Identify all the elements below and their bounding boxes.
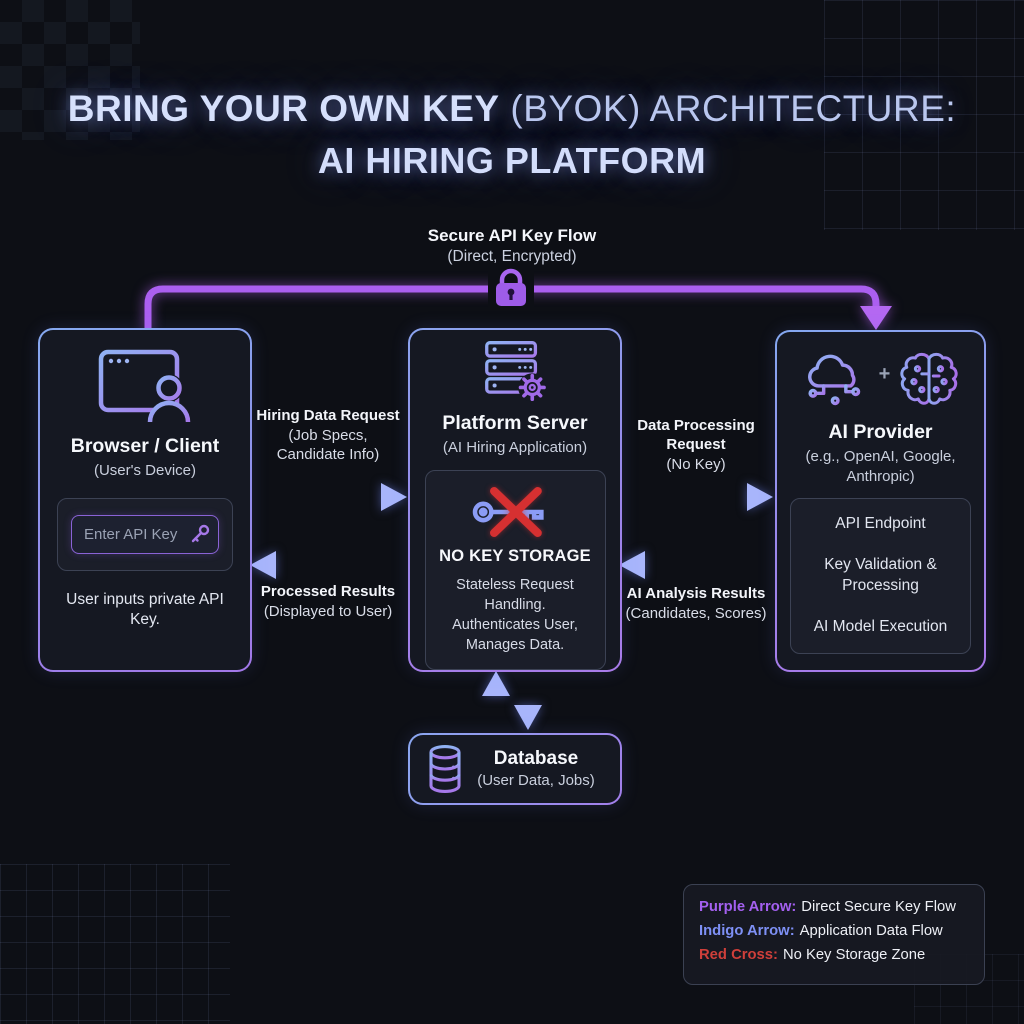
legend-row-purple: Purple Arrow:Direct Secure Key Flow: [699, 899, 984, 915]
ai-results-title: AI Analysis Results: [626, 585, 766, 602]
secure-key-flow-subtitle: (Direct, Encrypted): [447, 248, 577, 265]
no-key-storage-panel: NO KEY STORAGE Stateless Request Handlin…: [424, 470, 606, 670]
lock-icon: [488, 268, 534, 308]
ai-item-api-endpoint: API Endpoint: [835, 515, 926, 532]
title-line2: AI HIRING PLATFORM: [317, 140, 707, 182]
secure-key-flow-label: Secure API Key Flow (Direct, Encrypted): [312, 226, 712, 266]
no-key-storage-title: NO KEY STORAGE: [439, 547, 591, 565]
key-icon: [191, 524, 210, 543]
legend-term-red: Red Cross:: [699, 947, 778, 963]
api-key-input[interactable]: [71, 514, 219, 554]
database-down-arrow: [514, 672, 542, 730]
ai-results-subtitle: (Candidates, Scores): [625, 605, 767, 623]
title-line1: BRING YOUR OWN KEY (BYOK) ARCHITECTURE:: [0, 86, 1024, 131]
ai-results-arrow: [619, 551, 772, 579]
data-processing-label: Data Processing Request (No Key): [621, 416, 771, 475]
database-icon: [429, 745, 461, 793]
hiring-request-label: Hiring Data Request (Job Specs, Candidat…: [253, 406, 403, 465]
brain-icon: [900, 352, 958, 405]
ai-provider-panel: API Endpoint Key Validation & Processing…: [790, 498, 971, 654]
no-key-line1: Stateless Request Handling.: [456, 577, 574, 613]
legend-term-indigo: Indigo Arrow:: [699, 923, 795, 939]
processed-results-subtitle: (Displayed to User): [263, 603, 393, 621]
ai-provider-title: AI Provider: [828, 421, 933, 443]
ai-item-key-validation: Key Validation & Processing: [824, 556, 937, 594]
platform-server-card: Platform Server (AI Hiring Application) …: [408, 328, 622, 672]
data-processing-arrow: [621, 483, 773, 511]
title-line1-bold: BRING YOUR OWN KEY: [67, 88, 500, 129]
legend-desc-purple: Direct Secure Key Flow: [801, 899, 956, 915]
plus-sign: +: [878, 362, 891, 385]
cloud-circuit-icon: [807, 354, 860, 406]
crossed-key-icon: [472, 487, 544, 537]
secure-key-flow-title: Secure API Key Flow: [427, 226, 597, 245]
database-up-arrow: [482, 671, 510, 729]
page-title: BRING YOUR OWN KEY (BYOK) ARCHITECTURE: …: [0, 86, 1024, 183]
database-subtitle: (User Data, Jobs): [477, 771, 595, 789]
browser-client-card: Browser / Client (User's Device) User in…: [38, 328, 252, 672]
ai-provider-subtitle: (e.g., OpenAI, Google, Anthropic): [805, 448, 956, 485]
title-line1-rest: (BYOK) ARCHITECTURE:: [499, 88, 957, 129]
processed-results-label: Processed Results (Displayed to User): [253, 582, 403, 621]
legend-panel: Purple Arrow:Direct Secure Key Flow Indi…: [683, 884, 985, 985]
no-key-line2: Authenticates User, Manages Data.: [452, 617, 578, 653]
api-key-panel: [57, 497, 233, 571]
server-subtitle: (AI Hiring Application): [442, 438, 588, 456]
processed-results-title: Processed Results: [260, 583, 396, 600]
data-processing-title: Data Processing Request: [637, 417, 755, 454]
server-title: Platform Server: [442, 411, 588, 434]
server-gear-icon: [485, 341, 547, 402]
database-title: Database: [493, 747, 579, 769]
legend-desc-red: No Key Storage Zone: [782, 947, 926, 963]
legend-row-red: Red Cross:No Key Storage Zone: [699, 947, 984, 963]
legend-term-purple: Purple Arrow:: [699, 899, 797, 915]
gear-icon: [518, 373, 547, 402]
hiring-request-arrow: [252, 483, 407, 511]
browser-subtitle: (User's Device): [93, 462, 197, 479]
browser-title: Browser / Client: [70, 435, 220, 457]
processed-results-arrow: [250, 551, 404, 579]
browser-note: User inputs private API Key.: [66, 590, 224, 629]
ai-results-label: AI Analysis Results (Candidates, Scores): [621, 584, 771, 623]
data-processing-subtitle: (No Key): [666, 456, 726, 474]
ai-provider-card: + AI Provider (e.g., OpenAI, Google, Ant…: [775, 330, 986, 672]
ai-item-model-execution: AI Model Execution: [813, 618, 948, 636]
database-card: Database (User Data, Jobs): [408, 733, 622, 805]
legend-row-indigo: Indigo Arrow:Application Data Flow: [699, 923, 984, 939]
legend-desc-indigo: Application Data Flow: [799, 923, 943, 939]
hiring-request-subtitle: (Job Specs, Candidate Info): [276, 427, 380, 464]
no-key-storage-text: Stateless Request Handling. Authenticate…: [440, 575, 590, 655]
browser-user-icon: [98, 349, 191, 423]
hiring-request-title: Hiring Data Request: [256, 407, 400, 424]
